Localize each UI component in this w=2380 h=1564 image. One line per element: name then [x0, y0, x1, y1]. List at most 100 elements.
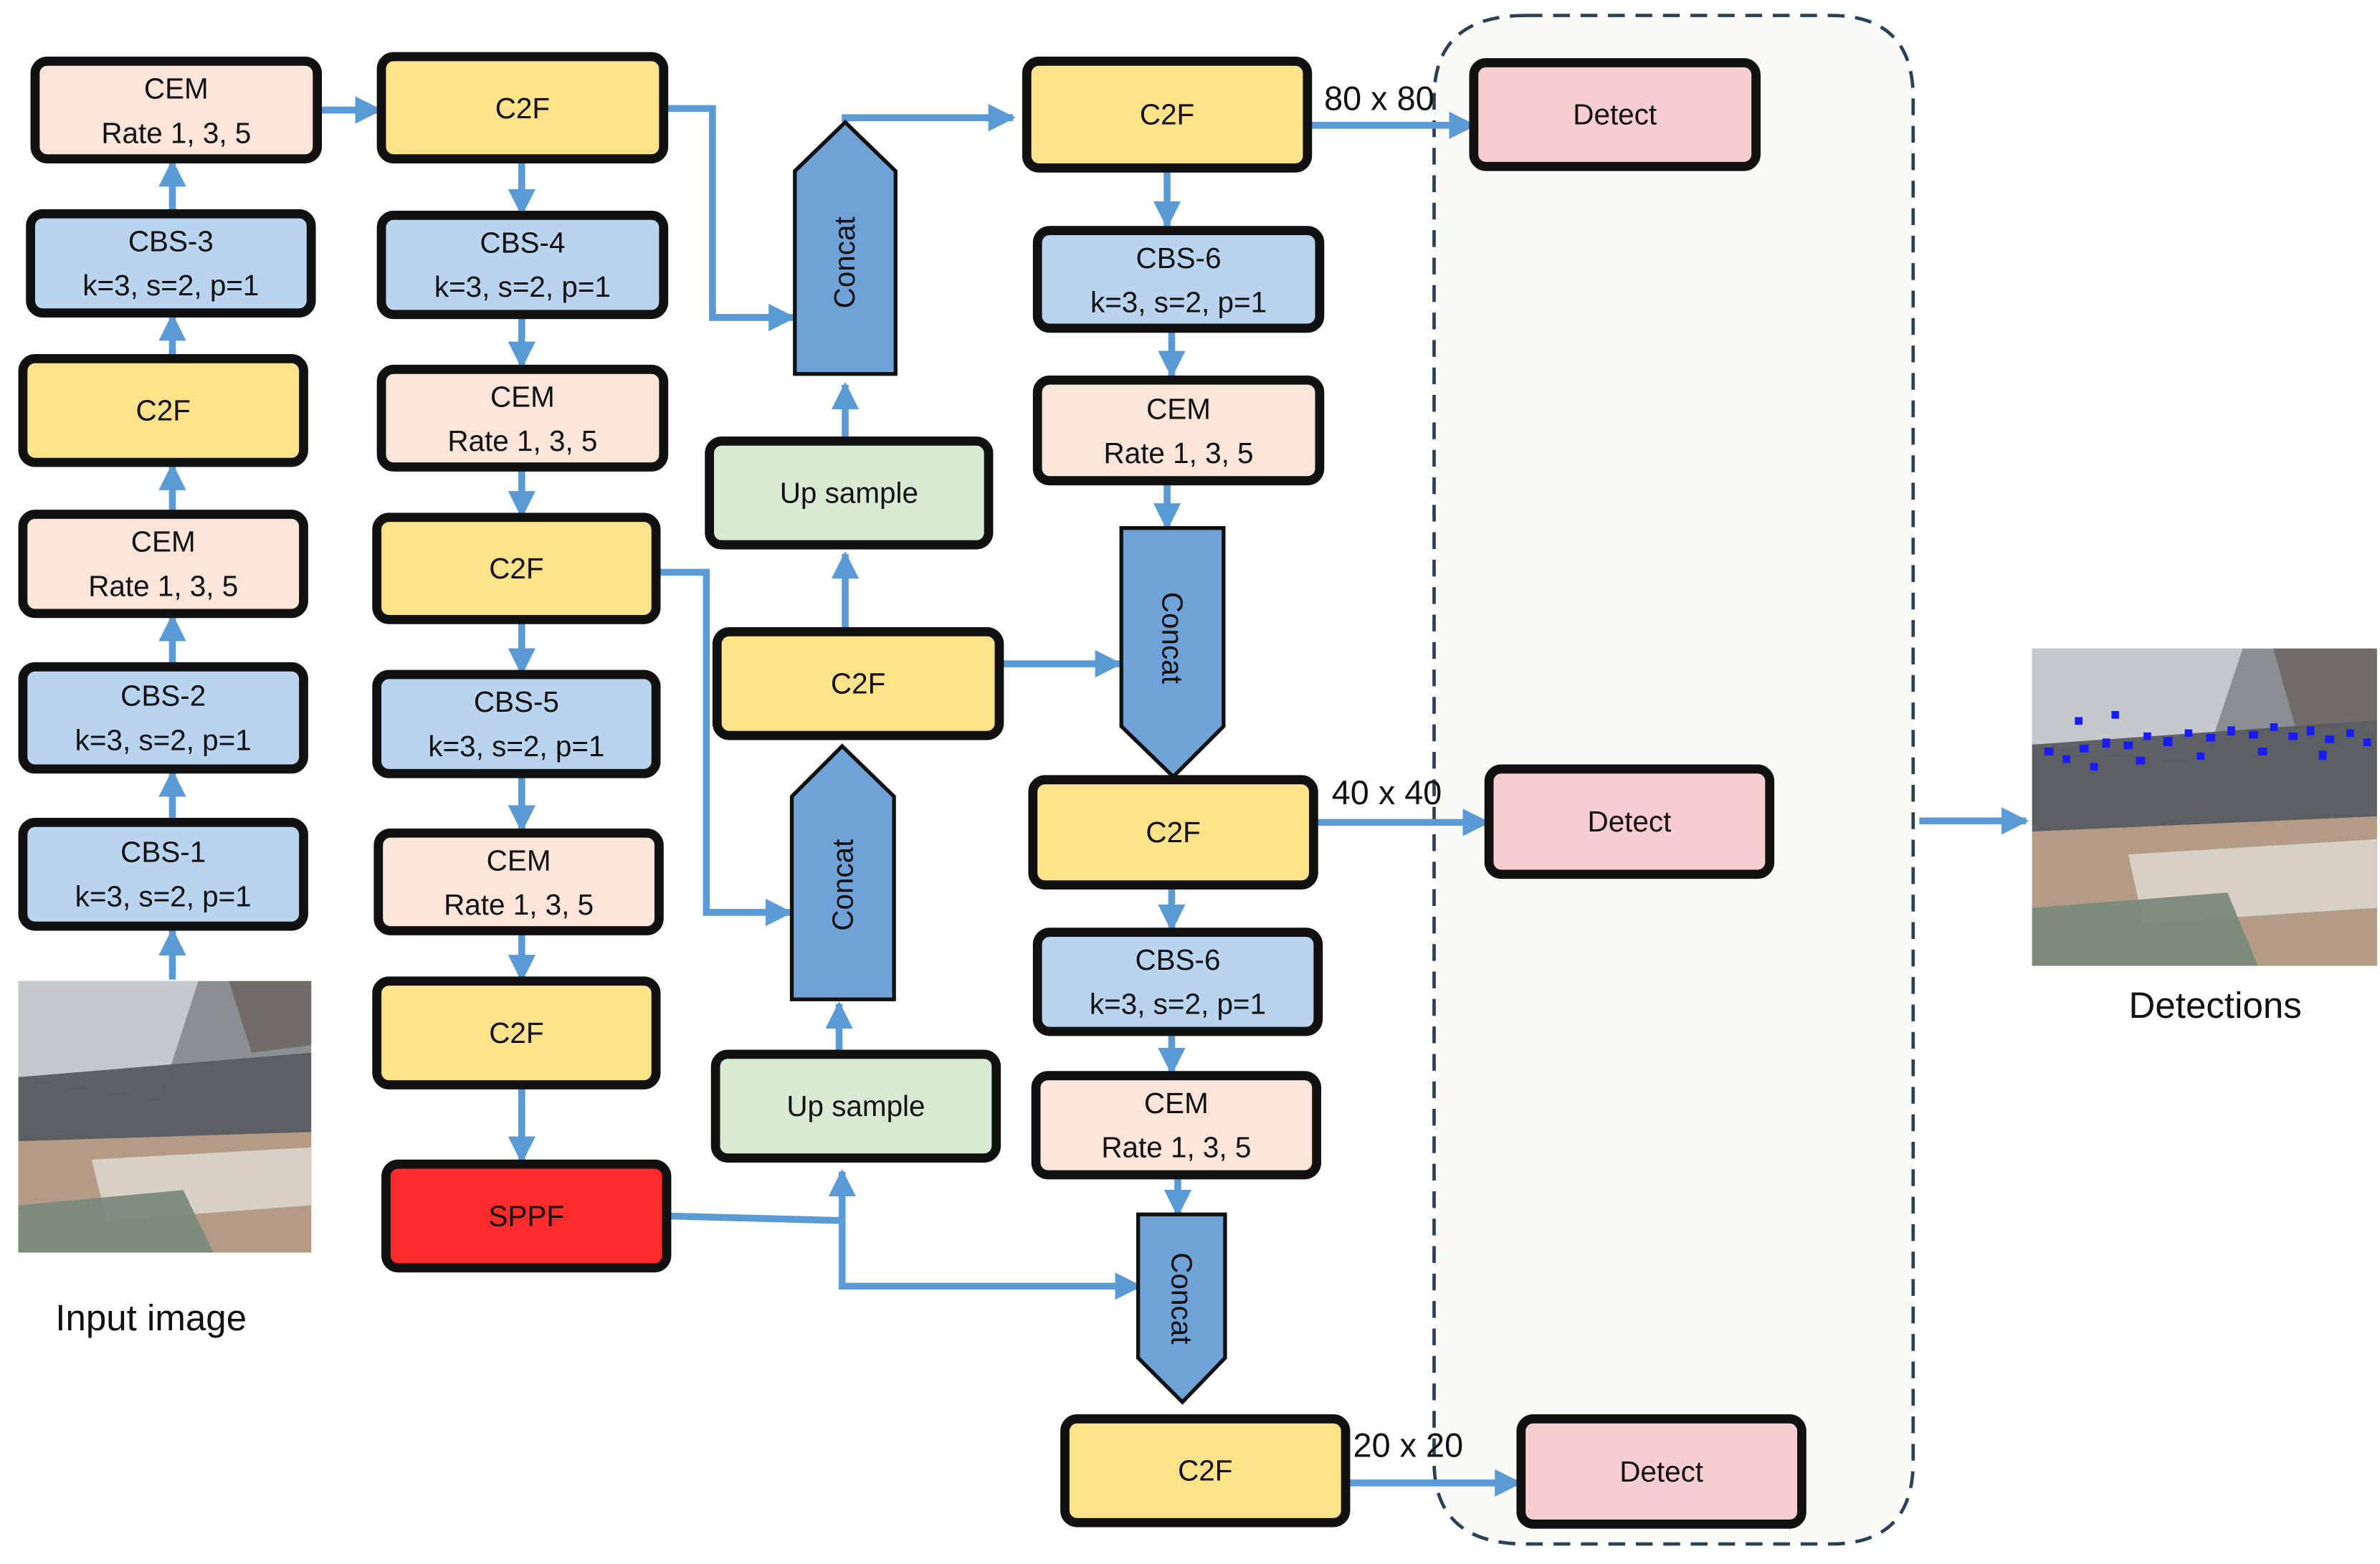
- concat-shape: [789, 743, 896, 1001]
- detection-marker: [2227, 726, 2235, 736]
- block-rect: [1032, 928, 1323, 1036]
- detection-marker: [2270, 723, 2278, 731]
- block-label-line2: k=3, s=2, p=1: [82, 269, 259, 302]
- c2f-block-head-80: C2F: [1022, 57, 1313, 173]
- block-label: C2F: [136, 394, 191, 427]
- c2f-block-col2-top: C2F: [376, 52, 669, 164]
- input-image-caption: Input image: [55, 1297, 247, 1338]
- cbs1-block: CBS-1k=3, s=2, p=1: [18, 818, 308, 931]
- scale-label-80: 80 x 80: [1324, 80, 1434, 118]
- block-rect: [376, 210, 669, 320]
- block-label: C2F: [831, 667, 885, 700]
- block-rect: [18, 510, 308, 619]
- block-rect: [1484, 764, 1775, 879]
- detection-marker: [2111, 711, 2120, 719]
- block-rect: [381, 1159, 672, 1273]
- concat-label: Concat: [1165, 1252, 1198, 1344]
- concat-label: Concat: [827, 839, 860, 931]
- detection-marker: [2288, 732, 2298, 740]
- c2f-block-head-40: C2F: [1028, 775, 1318, 890]
- arrow-c2f-to-concat-mid: [656, 568, 794, 927]
- block-rect: [373, 828, 664, 935]
- block-rect: [1022, 57, 1313, 173]
- block-label: Up sample: [786, 1089, 925, 1122]
- detection-marker: [2090, 763, 2098, 771]
- block-label-line2: k=3, s=2, p=1: [428, 730, 604, 763]
- block-label: Detect: [1619, 1455, 1703, 1488]
- concat-block-right-upper: Concat: [1119, 525, 1226, 780]
- block-label: Up sample: [780, 477, 918, 510]
- concat-block-right-lower: Concat: [1136, 1212, 1227, 1405]
- cbs6-block-b: CBS-6 k=3, s=2, p=1: [1032, 928, 1323, 1036]
- detection-marker: [2318, 750, 2327, 760]
- block-label-line2: Rate 1, 3, 5: [444, 888, 594, 921]
- detection-marker: [2079, 744, 2089, 753]
- cbs4-block: CBS-4 k=3, s=2, p=1: [376, 210, 669, 320]
- concat-block-top: Concat: [793, 119, 898, 376]
- block-rect: [1516, 1414, 1807, 1529]
- detection-marker: [2102, 738, 2110, 748]
- image-road: [2032, 720, 2377, 832]
- detect-block-80: Detect: [1469, 58, 1761, 171]
- block-rect: [376, 52, 669, 164]
- detection-marker: [2206, 733, 2216, 742]
- concat-label: Concat: [1156, 592, 1189, 684]
- blocks: CEM Rate 1, 3, 5 CBS-3 k=3, s=2, p=1 C2F C…: [18, 52, 1807, 1529]
- block-label: C2F: [489, 1016, 543, 1049]
- detection-marker: [2062, 755, 2070, 763]
- block-rect: [18, 818, 308, 931]
- block-label: SPPF: [488, 1199, 564, 1232]
- detection-marker: [2136, 756, 2146, 765]
- concat-shape: [1136, 1212, 1227, 1405]
- block-label-line2: Rate 1, 3, 5: [1101, 1131, 1251, 1164]
- block-label: C2F: [1146, 816, 1200, 849]
- block-rect: [1032, 226, 1325, 333]
- block-label-line1: CEM: [487, 844, 551, 877]
- upsample-block-top: Up sample: [705, 436, 994, 550]
- block-label-line2: Rate 1, 3, 5: [447, 424, 597, 457]
- cbs3-block: CBS-3 k=3, s=2, p=1: [26, 209, 316, 318]
- detection-marker: [2248, 730, 2258, 739]
- cem-block-col2-b: CEM Rate 1, 3, 5: [373, 828, 664, 935]
- detections-caption: Detections: [2129, 985, 2302, 1026]
- scale-label-40: 40 x 40: [1332, 774, 1442, 811]
- block-label-line1: CBS-4: [480, 227, 565, 259]
- arrow-concat-to-c2f-head: [842, 104, 1016, 132]
- block-label-line1: CEM: [1146, 392, 1211, 425]
- block-label-line2: Rate 1, 3, 5: [1104, 437, 1254, 469]
- block-label-line2: k=3, s=2, p=1: [1090, 987, 1266, 1020]
- block-rect: [1028, 775, 1318, 890]
- c2f-block-col2-mid: C2F: [372, 512, 661, 624]
- image-road: [18, 1052, 312, 1142]
- cbs2-block: CBS-2k=3, s=2, p=1: [18, 662, 308, 774]
- block-rect: [1060, 1414, 1351, 1527]
- block-label-line1: CEM: [144, 72, 209, 105]
- block-rect: [712, 626, 1004, 740]
- block-label: C2F: [1140, 98, 1194, 131]
- detect-block-20: Detect: [1516, 1414, 1807, 1529]
- block-label-line1: CBS-2: [120, 680, 206, 712]
- block-label-line1: CBS-3: [128, 224, 214, 257]
- c2f-block-col2-bottom: C2F: [372, 976, 661, 1089]
- scale-label-20: 20 x 20: [1353, 1427, 1464, 1464]
- block-label: C2F: [495, 92, 550, 125]
- concat-shape: [793, 119, 898, 376]
- block-label-line2: k=3, s=2, p=1: [434, 270, 611, 303]
- detection-marker: [2196, 752, 2205, 760]
- detection-marker: [2123, 741, 2133, 750]
- block-rect: [376, 364, 669, 472]
- concat-block-middle: Concat: [789, 743, 896, 1001]
- block-label: C2F: [489, 552, 543, 585]
- detection-marker: [2044, 748, 2054, 755]
- image-roofs: [18, 1190, 214, 1253]
- block-rect: [705, 436, 994, 550]
- block-label-line1: CBS-6: [1135, 943, 1220, 976]
- arrow-sppf-out: [668, 1212, 842, 1224]
- block-rect: [18, 662, 308, 774]
- block-rect: [18, 354, 308, 467]
- block-label-line1: CBS-5: [474, 685, 559, 718]
- block-label-line2: Rate 1, 3, 5: [88, 569, 238, 602]
